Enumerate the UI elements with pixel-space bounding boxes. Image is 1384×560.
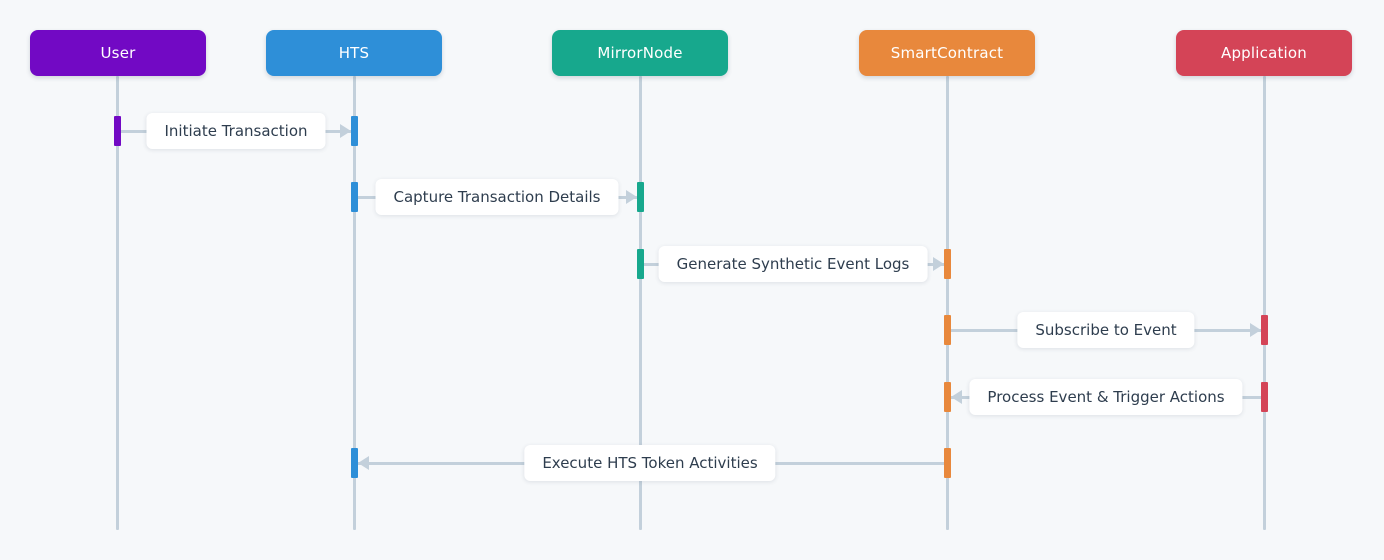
activation-bar-6-target	[351, 448, 358, 478]
participant-user[interactable]: User	[30, 30, 206, 76]
arrowhead-right-icon	[1250, 323, 1261, 337]
activation-bar-1-source	[114, 116, 121, 146]
arrowhead-right-icon	[340, 124, 351, 138]
participant-label-application: Application	[1220, 44, 1307, 62]
lifeline-mirrornode	[639, 76, 642, 530]
participant-label-hts: HTS	[338, 44, 370, 62]
activation-bar-1-target	[351, 116, 358, 146]
lifeline-user	[116, 76, 119, 530]
activation-bar-2-source	[351, 182, 358, 212]
message-label-2[interactable]: Capture Transaction Details	[375, 179, 619, 215]
participant-label-user: User	[100, 44, 136, 62]
activation-bar-4-target	[1261, 315, 1268, 345]
activation-bar-5-target	[944, 382, 951, 412]
lifeline-hts	[353, 76, 356, 530]
participant-label-smartcontract: SmartContract	[890, 44, 1004, 62]
arrowhead-right-icon	[933, 257, 944, 271]
participant-smartcontract[interactable]: SmartContract	[859, 30, 1035, 76]
message-label-1[interactable]: Initiate Transaction	[146, 113, 326, 149]
activation-bar-3-source	[637, 249, 644, 279]
participant-application[interactable]: Application	[1176, 30, 1352, 76]
message-label-5[interactable]: Process Event & Trigger Actions	[969, 379, 1243, 415]
activation-bar-4-source	[944, 315, 951, 345]
message-label-3[interactable]: Generate Synthetic Event Logs	[658, 246, 928, 282]
arrowhead-left-icon	[951, 390, 962, 404]
participant-label-mirrornode: MirrorNode	[597, 44, 683, 62]
activation-bar-5-source	[1261, 382, 1268, 412]
message-label-4[interactable]: Subscribe to Event	[1017, 312, 1195, 348]
activation-bar-3-target	[944, 249, 951, 279]
activation-bar-6-source	[944, 448, 951, 478]
arrowhead-right-icon	[626, 190, 637, 204]
arrowhead-left-icon	[358, 456, 369, 470]
lifeline-application	[1263, 76, 1266, 530]
activation-bar-2-target	[637, 182, 644, 212]
participant-mirrornode[interactable]: MirrorNode	[552, 30, 728, 76]
lifeline-smartcontract	[946, 76, 949, 530]
participant-hts[interactable]: HTS	[266, 30, 442, 76]
message-label-6[interactable]: Execute HTS Token Activities	[524, 445, 776, 481]
